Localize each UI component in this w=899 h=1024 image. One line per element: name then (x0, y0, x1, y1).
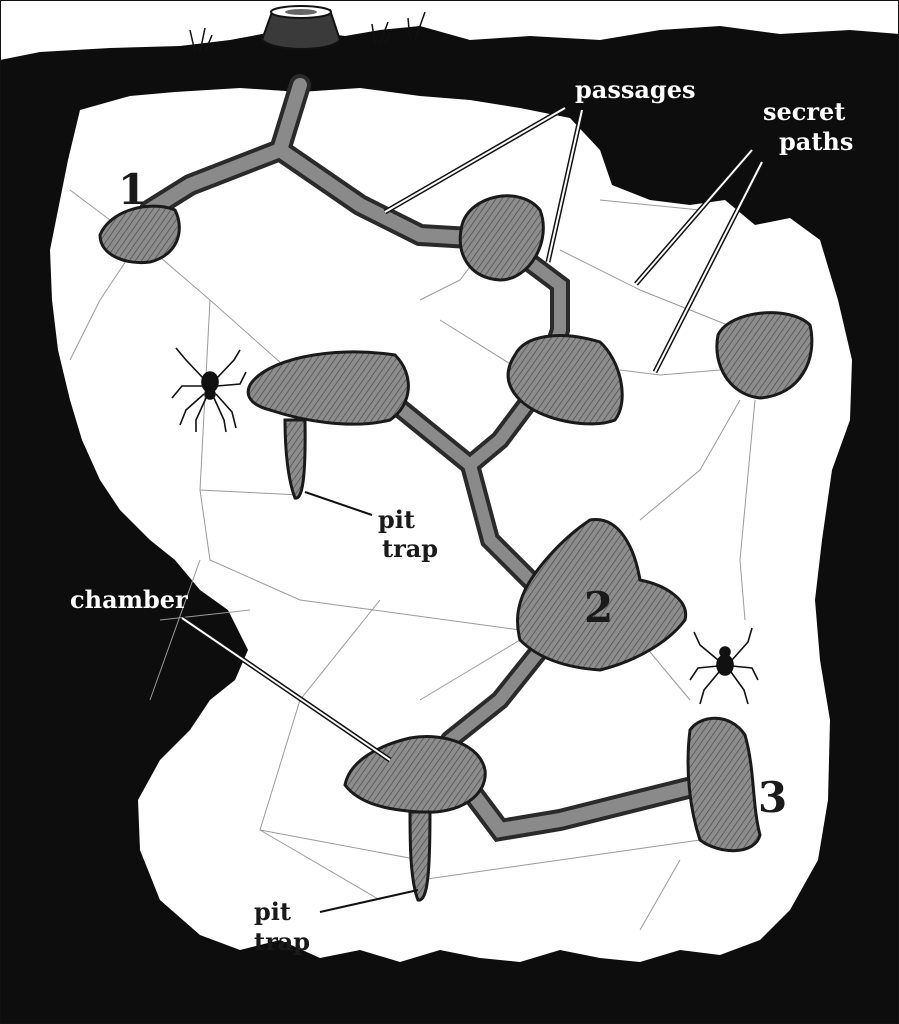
label-secret-paths-line2: paths (779, 127, 853, 156)
label-chamber: chamber (70, 585, 188, 614)
label-secret-paths-line1: secret (763, 97, 845, 126)
label-pit-trap-lower-line1: pit (254, 897, 291, 926)
label-pit-trap-lower-line2: trap (254, 927, 310, 956)
label-pit-trap-upper-line2: trap (382, 534, 438, 563)
pit-trap-lower-shaft (410, 812, 430, 900)
tree-stump-icon (262, 6, 340, 49)
chamber-number-2: 2 (584, 583, 613, 632)
chamber-number-3: 3 (758, 773, 787, 822)
label-pit-trap-upper-line1: pit (378, 505, 415, 534)
chamber-number-1: 1 (118, 165, 147, 214)
label-passages: passages (575, 75, 695, 104)
